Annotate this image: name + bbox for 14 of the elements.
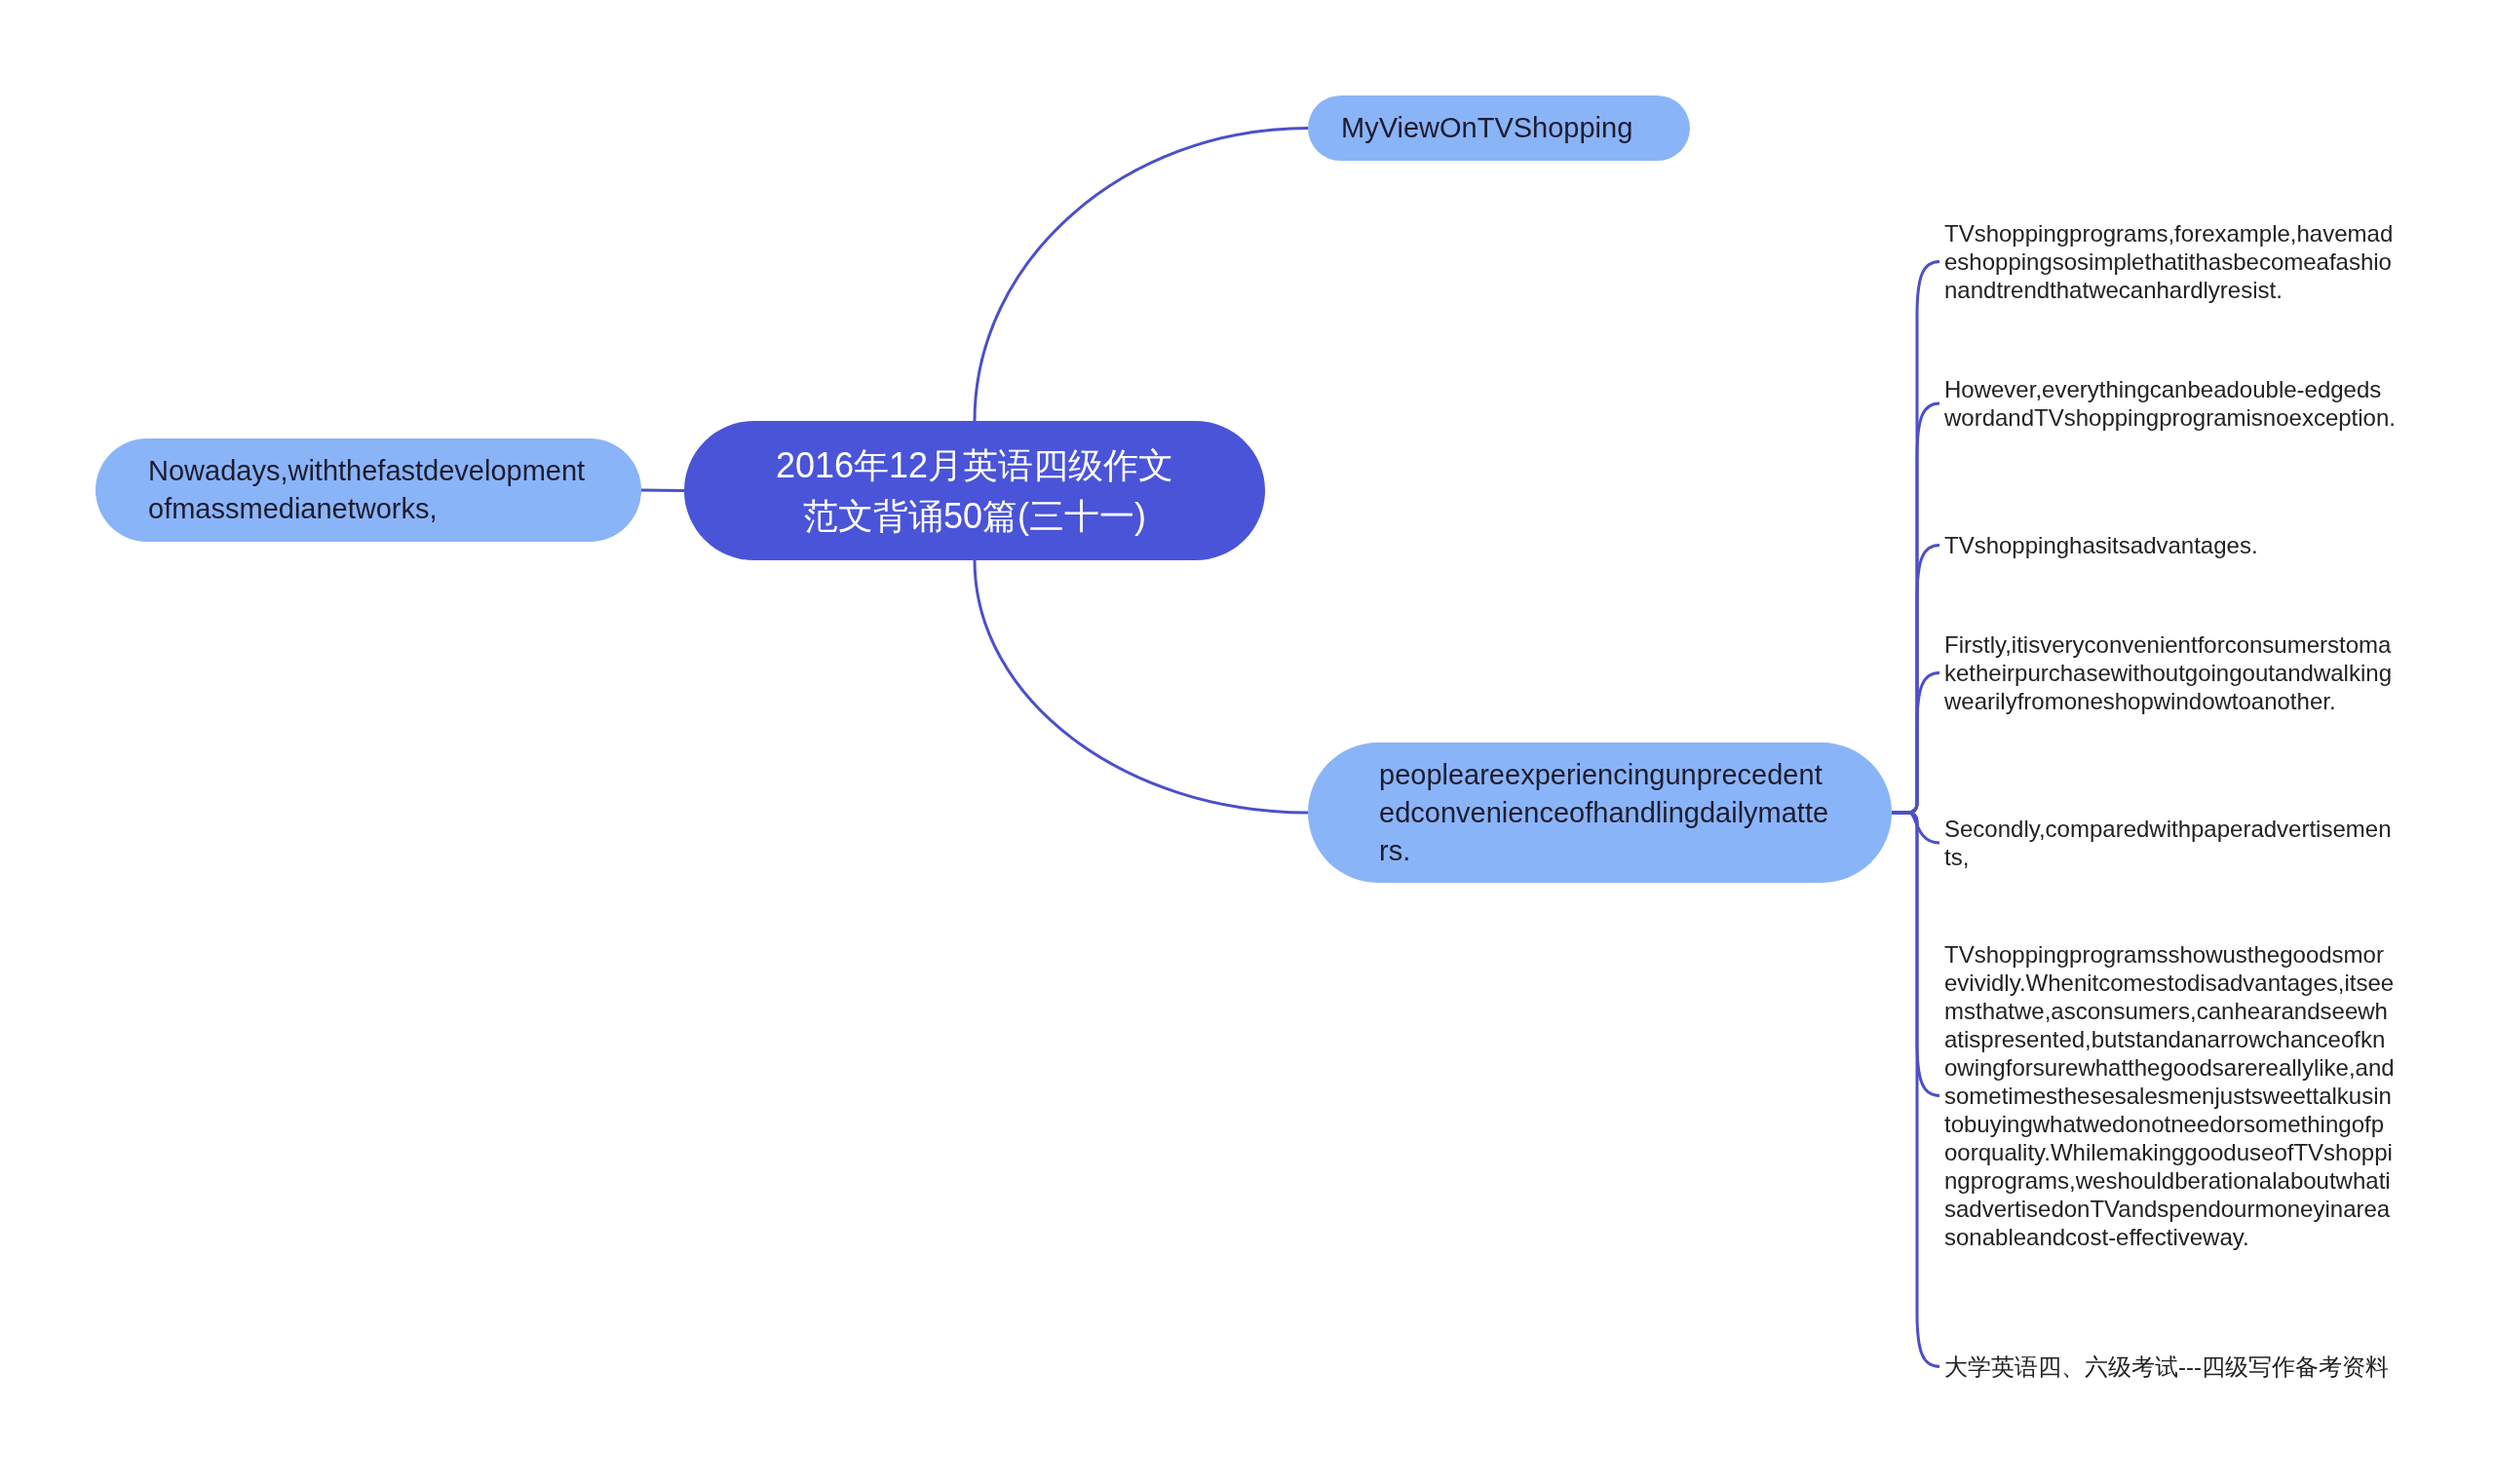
branch-text: TVshoppinghasitsadvantages.: [1939, 531, 2396, 559]
topic-text: MyViewOnTVShopping: [1341, 111, 1634, 145]
branch-text: However,everythingcanbeadouble-edgedswordandTVshoppingprogramisnoexception.: [1939, 375, 2396, 432]
branch-text: TVshoppingprograms,forexample,havemadeshoppingsosimplethatithasbecomeafashionandtrendthatwecanhardlyresist.: [1939, 219, 2396, 304]
connector-line: [973, 127, 1309, 422]
branch-text: Secondly,comparedwithpaperadvertisements,: [1939, 815, 2396, 871]
topic-text: peopleareexperiencingunprecedentedconvenienceofhandlingdailymatters.: [1379, 757, 1829, 868]
connector-line: [641, 488, 684, 492]
topic-text: Nowadays,withthefastdevelopmentofmassmedianetworks,: [148, 454, 587, 526]
branch-text: 大学英语四、六级考试---四级写作备考资料: [1939, 1352, 2396, 1381]
connector-line: [973, 559, 1309, 815]
central-topic-text: 2016年12月英语四级作文范文背诵50篇(三十一): [774, 443, 1175, 538]
branch-text: Firstly,itisveryconvenientforconsumerstomaketheirpurchasewithoutgoingoutandwalkingwearilyfromoneshopwindowtoanother.: [1939, 630, 2396, 715]
branch-text: TVshoppingprogramsshowusthegoodsmorevividly.Whenitcomestodisadvantages,itseemsthatwe,asconsumers,canhearandseewhatispresented,butstandanarrowchanceofknowingforsurewhatthegoodsarereallylike,andsometimesthesesalesmenjustsweettalkusintobuyingwhatwedonotneedorsomethingofpoorquality.WhilemakinggooduseofTVshoppingprograms,weshouldberationalaboutwhatisadvertisedonTVandspendourmoneyinareasonableandcost-effectiveway.: [1939, 940, 2396, 1251]
